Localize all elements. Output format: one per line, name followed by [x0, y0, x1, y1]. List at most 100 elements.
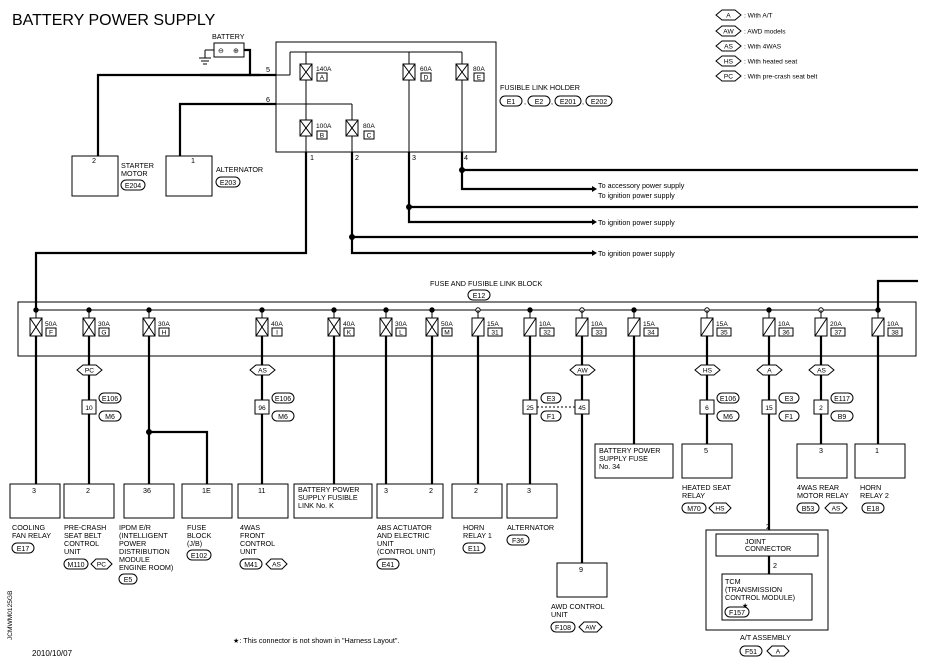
component-label: UNIT — [240, 547, 257, 556]
legend-tag: PC — [724, 74, 733, 81]
component-connector: E17 — [17, 546, 30, 553]
fuse-id: 32 — [543, 330, 551, 337]
component-connector: E41 — [382, 562, 395, 569]
joint-pin: 25 — [526, 405, 534, 412]
component-label: SEAT BELT — [64, 531, 102, 540]
fuse-id: 31 — [491, 330, 499, 337]
at-assembly: 2 JOINT CONNECTOR 2 TCM (TRANSMISSION CO… — [705, 522, 829, 657]
holder-pin-1: 1 — [310, 153, 314, 162]
joint-pin: 10 — [85, 405, 93, 412]
battery-power-supply-fusible-link-k: BATTERY POWER SUPPLY FUSIBLE LINK No. K — [293, 483, 373, 519]
fuse-amp: 10A — [887, 321, 899, 328]
svg-text:,: , — [582, 97, 584, 106]
component-label: (CONTROL UNIT) — [377, 547, 435, 556]
link-c-id: C — [367, 133, 372, 140]
joint-15: 15 E3 F1 — [761, 392, 800, 422]
fuse-id: 36 — [782, 330, 790, 337]
diagram-code: JCMWM0125GB — [7, 590, 14, 640]
legend-item-aw: AW : AWD models — [715, 25, 786, 37]
pre-crash-seat-belt-control-unit: 2 PRE-CRASH SEAT BELT CONTROL UNIT M110 … — [63, 483, 115, 570]
component-label: IPDM E/R — [119, 523, 151, 532]
fuse-id: G — [101, 330, 106, 337]
starter-connector: E204 — [125, 183, 141, 190]
tcm-label: CONTROL MODULE) — [725, 593, 795, 602]
fuse-amp: 30A — [158, 321, 170, 328]
legend-tag: A — [726, 13, 731, 20]
holder-pin-5: 5 — [266, 65, 270, 74]
fuse-h: 30A H — [142, 307, 170, 337]
fuse-id: 37 — [834, 330, 842, 337]
battery-power-supply-fuse-34: BATTERY POWER SUPPLY FUSE No. 34 — [594, 443, 674, 479]
fuse-id: H — [162, 330, 167, 337]
component-pin: 3 — [527, 486, 531, 495]
battery-label: BATTERY — [212, 32, 245, 41]
arrow-label-ignition-1: To ignition power supply — [598, 191, 675, 200]
component-label: UNIT — [377, 539, 394, 548]
fuse-id: K — [347, 330, 352, 337]
component-label: ALTERNATOR — [507, 523, 554, 532]
legend-tag: HS — [724, 59, 734, 66]
fuse-amp: 30A — [98, 321, 110, 328]
fuse-amp: 15A — [643, 321, 655, 328]
component-label: CONTROL — [240, 539, 275, 548]
link-a-amp: 140A — [316, 66, 332, 73]
joint-conn-1: E3 — [547, 396, 556, 403]
component-label: FUSE — [187, 523, 206, 532]
battery-minus-symbol: ⊖ — [218, 46, 224, 55]
holder-pin-4: 4 — [464, 153, 468, 162]
legend-item-a: A : With A/T — [715, 9, 773, 21]
link-b-amp: 100A — [316, 123, 332, 130]
component-label: SUPPLY FUSE — [599, 454, 648, 463]
joint-conn-1: E106 — [102, 396, 118, 403]
joint-conn-1: E106 — [720, 396, 736, 403]
component-label: ABS ACTUATOR — [377, 523, 432, 532]
component-label: AWD CONTROL — [551, 602, 605, 611]
component-label: BLOCK — [187, 531, 212, 540]
joint-pin: 6 — [705, 405, 709, 412]
footnote: ★: This connector is not shown in "Harne… — [233, 636, 399, 645]
component-connector: M70 — [687, 506, 701, 513]
component-label: No. 34 — [599, 462, 620, 471]
joint-25-45: 25 E3 F1 45 — [522, 392, 590, 422]
component-connector: E11 — [468, 546, 480, 553]
starter-feed-wire — [96, 73, 250, 156]
joint-2: 2 E117 B9 — [813, 392, 854, 422]
fuse-id: 33 — [595, 330, 603, 337]
arrow-label-accessory: To accessory power supply — [598, 181, 685, 190]
component-label: PRE-CRASH — [64, 523, 106, 532]
component-pin: 2 — [474, 486, 478, 495]
wire-to-horn-relay-2-feed — [876, 279, 918, 310]
component-connector: E102 — [191, 553, 207, 560]
battery-wire — [244, 48, 276, 77]
wire-accessory — [460, 170, 592, 191]
component-label: RELAY 2 — [860, 491, 889, 500]
joint-pin-top: 2 — [766, 522, 770, 531]
fuse-amp: 10A — [539, 321, 551, 328]
component-label: RELAY 1 — [463, 531, 492, 540]
component-tag: PC — [97, 562, 106, 569]
fuse-g: 30A G — [82, 307, 110, 337]
component-label: HORN — [860, 483, 881, 492]
joint-conn-2: M6 — [723, 414, 733, 421]
fuse-amp: 15A — [487, 321, 499, 328]
legend: A : With A/T AW : AWD models AS : With 4… — [715, 9, 817, 82]
fuse-id: I — [276, 330, 278, 337]
tag-text: A — [767, 368, 772, 375]
fuse-id: F — [49, 330, 53, 337]
option-tag-as-rear: AS — [808, 364, 835, 376]
component-tag: HS — [715, 506, 725, 513]
component-connector: B53 — [802, 506, 815, 513]
joint-pin-2: 45 — [578, 405, 586, 412]
component-connector: E18 — [867, 506, 880, 513]
alternator-connector: E203 — [220, 180, 236, 187]
fuse-id: 35 — [720, 330, 728, 337]
at-assembly-label: A/T ASSEMBLY — [740, 633, 791, 642]
link-a-id: A — [320, 75, 325, 82]
joint-connector-label-2: CONNECTOR — [745, 544, 791, 553]
